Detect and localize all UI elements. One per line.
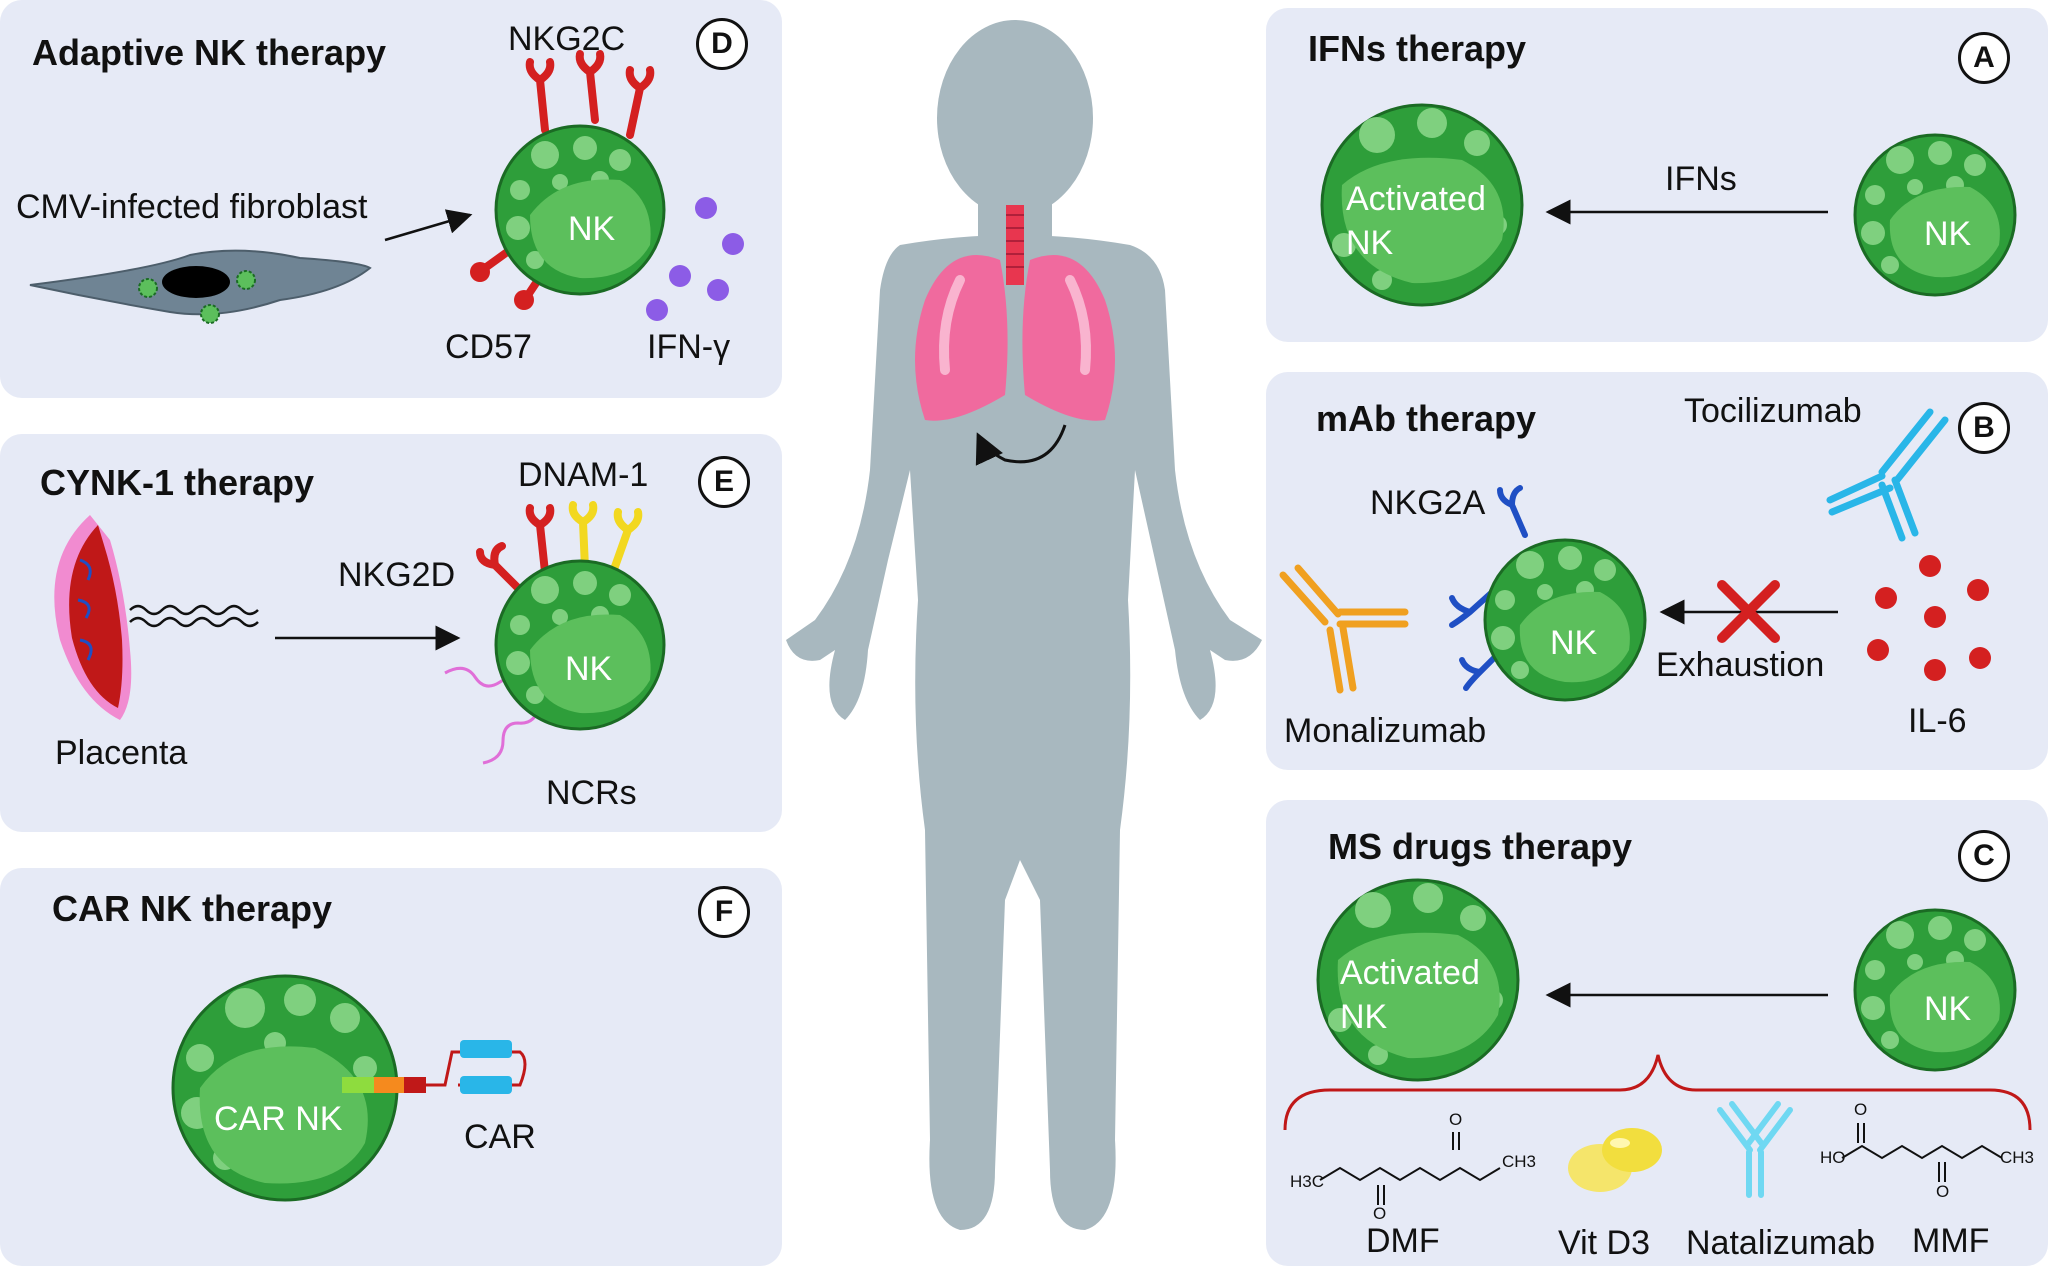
panel-f-badge: F — [698, 886, 750, 938]
drug-label-dmf: DMF — [1366, 1222, 1440, 1260]
il6-label: IL-6 — [1908, 702, 1967, 740]
mmf-ch3-label: CH3 — [2000, 1148, 2035, 1167]
nkg2d-label: NKG2D — [338, 556, 456, 594]
mmf-o-top-label: O — [1854, 1100, 1868, 1119]
human-body-silhouette — [786, 20, 1262, 1230]
ifns-arrow-label: IFNs — [1665, 160, 1737, 198]
nk-label-e: NK — [565, 650, 613, 688]
drug-label-vitd3: Vit D3 — [1558, 1224, 1650, 1262]
nk-cell-e — [494, 559, 666, 731]
il6-particles — [1867, 555, 1991, 681]
nk-label-c: NK — [1924, 990, 1972, 1028]
drugs-brace — [1283, 1054, 2032, 1131]
dmf-h3c-label: H3C — [1290, 1172, 1325, 1191]
dnam1-red-receptor — [525, 504, 555, 576]
nk-label-d: NK — [568, 210, 616, 248]
cd57-label: CD57 — [445, 328, 532, 366]
placenta-label: Placenta — [55, 734, 188, 772]
ncrs-label: NCRs — [546, 774, 637, 812]
nk-label-a: NK — [1924, 215, 1972, 253]
nkg2c-receptors — [525, 50, 655, 139]
panel-b-title: mAb therapy — [1316, 398, 1537, 439]
ifn-gamma-particles — [646, 197, 744, 321]
exhaustion-label: Exhaustion — [1656, 646, 1825, 684]
car-nk-cell — [171, 974, 399, 1202]
monalizumab-antibody — [1279, 564, 1409, 694]
monalizumab-label: Monalizumab — [1284, 712, 1487, 750]
activated-label-a: Activated — [1346, 180, 1486, 218]
fibroblast-cell — [29, 249, 372, 324]
mmf-o-bottom-label: O — [1936, 1182, 1950, 1201]
cmv-fibroblast-label: CMV-infected fibroblast — [16, 188, 368, 226]
dmf-o-bottom-label: O — [1373, 1204, 1387, 1223]
panel-a-title: IFNs therapy — [1308, 28, 1527, 69]
panel-e-title: CYNK-1 therapy — [40, 462, 315, 503]
dnam1-label: DNAM-1 — [518, 456, 649, 494]
activated-nk-cell-c — [1316, 878, 1520, 1082]
nkg2c-label: NKG2C — [508, 20, 626, 58]
drug-label-mmf: MMF — [1912, 1222, 1990, 1260]
vit-d3-capsule — [1568, 1128, 1662, 1192]
panel-e-badge: E — [698, 456, 750, 508]
nkg2a-label: NKG2A — [1370, 484, 1486, 522]
mmf-structure — [1841, 1123, 2003, 1182]
panel-a-badge: A — [1958, 32, 2010, 84]
activated-nk-label-c: NK — [1340, 998, 1388, 1036]
car-construct — [342, 1040, 527, 1094]
placenta-icon — [54, 515, 259, 720]
dmf-o-top-label: O — [1449, 1110, 1463, 1129]
car-label: CAR — [464, 1118, 536, 1156]
nk-cell-d — [494, 124, 666, 296]
panel-f-title: CAR NK therapy — [52, 888, 333, 929]
blocked-x-icon — [1717, 580, 1780, 643]
dmf-ch3-label: CH3 — [1502, 1152, 1537, 1171]
panel-d-title: Adaptive NK therapy — [32, 32, 387, 73]
tocilizumab-label: Tocilizumab — [1684, 392, 1862, 430]
panel-c-title: MS drugs therapy — [1328, 826, 1633, 867]
panel-d-badge: D — [696, 18, 748, 70]
nk-cell-a — [1853, 133, 2017, 297]
panel-b-badge: B — [1958, 402, 2010, 454]
tocilizumab-antibody — [1826, 408, 1949, 542]
activated-label-c: Activated — [1340, 954, 1480, 992]
nk-label-b: NK — [1550, 624, 1598, 662]
nk-cell-c — [1853, 908, 2017, 1072]
dmf-structure — [1319, 1132, 1501, 1205]
nkg2d-receptor — [476, 542, 524, 594]
nk-cell-b — [1483, 538, 1647, 702]
panel-mab — [1266, 372, 2048, 770]
car-nk-label: CAR NK — [214, 1100, 343, 1138]
drug-label-natalizumab: Natalizumab — [1686, 1224, 1875, 1262]
activated-nk-cell-a — [1320, 103, 1524, 307]
panel-c-badge: C — [1958, 830, 2010, 882]
ifn-gamma-label: IFN-γ — [647, 328, 731, 366]
mmf-ho-label: HO — [1820, 1148, 1846, 1167]
activated-nk-label-a: NK — [1346, 224, 1394, 262]
natalizumab-antibody — [1717, 1101, 1793, 1198]
lungs-icon — [915, 205, 1115, 466]
